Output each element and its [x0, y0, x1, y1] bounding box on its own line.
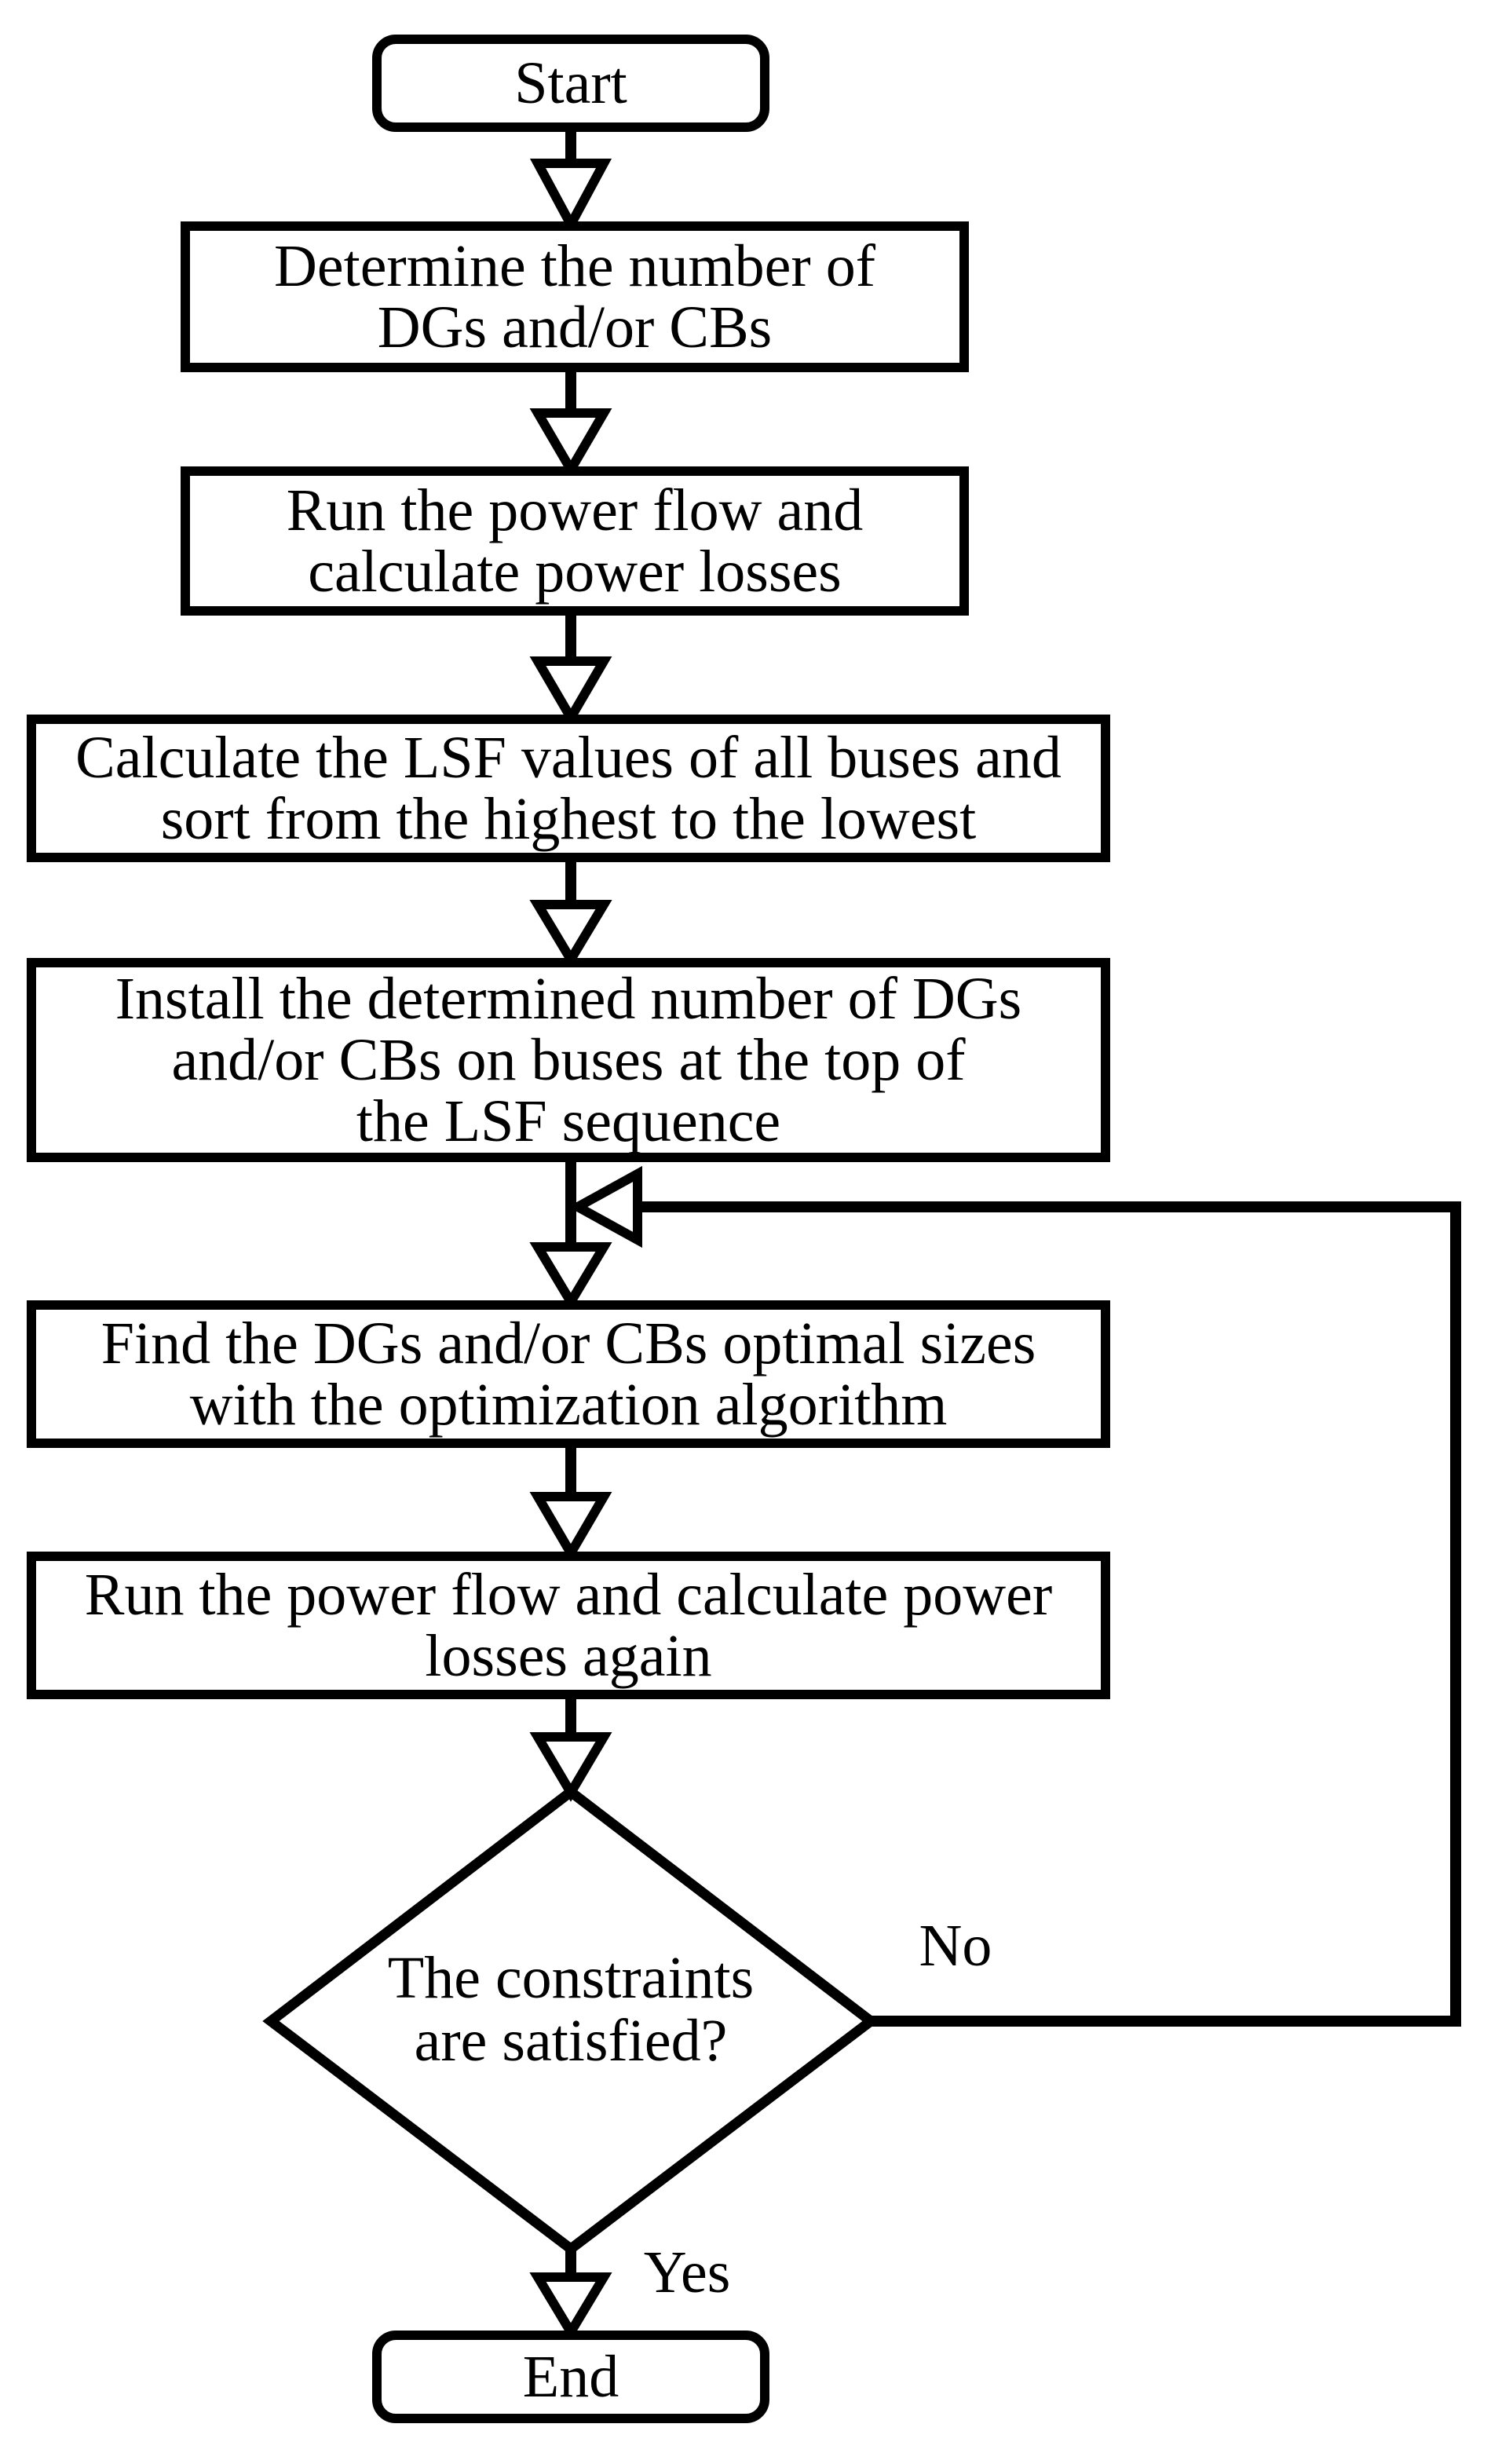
arrowhead-into-determine [529, 159, 612, 235]
arrowhead-feedback-junction [568, 1165, 642, 1248]
wire-no-feedback-loop [641, 1201, 1461, 2027]
edge-label-yes-text: Yes [643, 2239, 731, 2305]
node-determine-number: Determine the number of DGs and/or CBs [181, 221, 969, 372]
edge-label-no-text: No [919, 1913, 992, 1979]
node-end-label: End [522, 2344, 619, 2410]
node-calculate-lsf: Calculate the LSF values of all buses an… [27, 715, 1110, 862]
node-label-line: sort from the highest to the lowest [160, 786, 977, 852]
decision-diamond-shape [262, 1785, 879, 2256]
node-label-line: losses again [425, 1623, 712, 1689]
node-find-sizes: Find the DGs and/or CBs optimal sizes wi… [27, 1300, 1110, 1448]
node-label-line: DGs and/or CBs [377, 294, 773, 360]
node-label-line: The constraints [387, 1945, 755, 2011]
node-start-label: Start [514, 50, 627, 116]
node-label-line: Run the power flow and [286, 477, 864, 543]
node-label-line: calculate power losses [308, 539, 842, 605]
node-label-line: Determine the number of [273, 233, 876, 299]
node-label-line: are satisfied? [414, 2008, 728, 2074]
node-end: End [372, 2331, 769, 2423]
arrowhead-into-lsf [529, 656, 612, 727]
node-install-dgs: Install the determined number of DGs and… [27, 958, 1110, 1162]
node-label-line: and/or CBs on buses at the top of [171, 1027, 966, 1093]
node-start: Start [372, 35, 769, 132]
arrowhead-into-install [529, 900, 612, 969]
node-label-line: the LSF sequence [356, 1088, 781, 1154]
arrowhead-into-end [529, 2272, 612, 2342]
node-label-line: Find the DGs and/or CBs optimal sizes [100, 1311, 1036, 1376]
edge-label-no: No [893, 1914, 1018, 1977]
arrowhead-into-decision [529, 1732, 612, 1802]
node-constraints-decision: The constraints are satisfied? [330, 1925, 812, 2093]
node-label-line: Calculate the LSF values of all buses an… [75, 725, 1062, 791]
node-label-line: Run the power flow and calculate power [84, 1562, 1053, 1628]
arrowhead-into-find [529, 1242, 612, 1311]
node-label-line: Install the determined number of DGs [115, 966, 1022, 1032]
node-run-power-flow-again: Run the power flow and calculate power l… [27, 1552, 1110, 1699]
arrowhead-into-runpf [529, 408, 612, 479]
edge-label-yes: Yes [620, 2241, 754, 2304]
node-label-line: with the optimization algorithm [189, 1372, 948, 1438]
arrowhead-into-runagain [529, 1492, 612, 1563]
node-run-power-flow: Run the power flow and calculate power l… [181, 466, 969, 616]
